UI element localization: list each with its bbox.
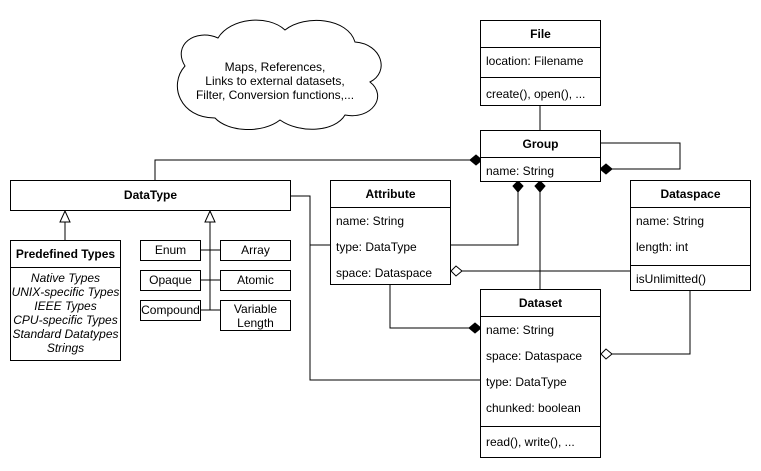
dataspace-title: Dataspace <box>660 187 721 201</box>
dataset-attribute: name: String <box>486 323 555 337</box>
atomic-type: Atomic <box>220 270 291 291</box>
diamond-attribute-group <box>512 180 524 193</box>
variable-length-type: Variable Length <box>220 300 291 331</box>
predefined-item: Standard Datatypes <box>12 327 119 341</box>
dataspace-attribute: length: int <box>636 240 689 254</box>
dataset-attribute: space: Dataspace <box>486 349 583 363</box>
cloud-line: Filter, Conversion functions,... <box>195 88 355 102</box>
file-title: File <box>530 27 551 41</box>
dataset-method: read(), write(), ... <box>486 435 575 449</box>
enum-type: Enum <box>140 240 201 261</box>
file-method: create(), open(), ... <box>486 87 586 101</box>
datatype-group-aggregation <box>154 159 470 181</box>
file-class: File location: Filename create(), open()… <box>480 20 601 106</box>
predefined-item: Strings <box>46 341 85 355</box>
triangle-subtypes <box>204 209 216 223</box>
attribute-group-aggregation <box>451 192 519 246</box>
diamond-dataset-group <box>534 180 546 193</box>
array-type: Array <box>220 240 291 261</box>
group-title: Group <box>522 137 559 151</box>
group-self-aggregation <box>600 142 681 170</box>
dataset-attribute: chunked: boolean <box>486 401 581 415</box>
dataspace-class: Dataspace name: String length: int isUnl… <box>630 180 751 291</box>
diamond-datatype-group <box>469 154 483 166</box>
datatype-dataset-link <box>290 195 481 381</box>
dataset-title: Dataset <box>518 296 563 310</box>
diamond-attribute-dataspace <box>450 265 463 277</box>
datatype-class: DataType <box>10 180 291 211</box>
dataspace-method: isUnlimitted() <box>636 272 707 286</box>
dataset-class: Dataset name: String space: Dataspace ty… <box>480 289 601 458</box>
compound-type: Compound <box>140 300 201 321</box>
cloud-note: Maps, References, Links to external data… <box>190 60 360 102</box>
dataset-attribute: type: DataType <box>486 375 567 389</box>
attribute-title: Attribute <box>365 187 416 201</box>
triangle-predefined <box>59 209 71 223</box>
attribute-attribute: type: DataType <box>336 240 417 254</box>
attribute-dataset-aggregation <box>389 285 469 329</box>
attribute-attribute: space: Dataspace <box>336 266 433 280</box>
diamond-dataset-dataspace <box>600 348 613 360</box>
predefined-title: Predefined Types <box>15 247 116 261</box>
datatype-title: DataType <box>123 188 178 202</box>
group-class: Group name: String <box>480 130 601 182</box>
attribute-class: Attribute name: String type: DataType sp… <box>330 180 451 285</box>
diamond-group-self <box>599 163 613 175</box>
predefined-item: CPU-specific Types <box>13 313 118 327</box>
dataspace-dataset-aggregation <box>612 290 691 355</box>
opaque-type: Opaque <box>140 270 201 291</box>
predefined-types-class: Predefined Types Native Types UNIX-speci… <box>10 240 121 361</box>
predefined-item: Native Types <box>30 271 101 285</box>
file-attribute: location: Filename <box>486 54 584 68</box>
predefined-item: IEEE Types <box>34 299 97 313</box>
cloud-line: Links to external datasets, <box>205 74 345 88</box>
diamond-attribute-dataset <box>468 322 482 334</box>
cloud-shape <box>176 19 382 131</box>
cloud-line: Maps, References, <box>224 60 326 74</box>
predefined-item: UNIX-specific Types <box>11 285 120 299</box>
dataspace-attribute: name: String <box>636 214 705 228</box>
group-attribute: name: String <box>486 164 555 178</box>
attribute-attribute: name: String <box>336 214 405 228</box>
